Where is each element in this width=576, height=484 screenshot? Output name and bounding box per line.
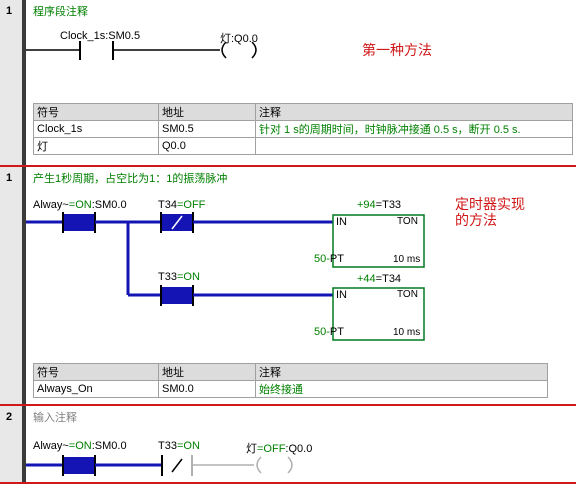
symbol-table: 符号 地址 注释 Clock_1s SM0.5 针对 1 s的周期时间，时钟脉冲… — [33, 103, 573, 155]
table-row: 灯 Q0.0 — [33, 137, 573, 155]
table-header-row: 符号 地址 注释 — [33, 363, 548, 381]
contact-t33-normally-closed[interactable] — [160, 455, 195, 477]
normally-open-contact[interactable] — [80, 41, 114, 61]
network-comment[interactable]: 输入注释 — [33, 412, 77, 424]
timer-preset-value: 50-PT — [314, 326, 344, 338]
contact-t33-label: T33=ON — [158, 271, 200, 283]
timer-t33-current: +94=T33 — [357, 199, 402, 211]
timer-preset-value: 50-PT — [314, 253, 344, 265]
contact-always-on[interactable] — [62, 212, 97, 234]
coil-label: 灯:Q0.0 — [220, 33, 258, 45]
ladder-rung — [26, 212, 425, 341]
output-coil[interactable] — [218, 41, 260, 61]
timer-base-label: 10 ms — [393, 327, 421, 338]
contact-label: Clock_1s:SM0.5 — [60, 30, 141, 42]
annotation-method-1: 第一种方法 — [362, 42, 432, 58]
power-rail — [22, 167, 26, 404]
contact-t34-label: T34=OFF — [158, 199, 206, 211]
table-header-row: 符号 地址 注释 — [33, 103, 573, 121]
ladder-rung — [26, 455, 293, 476]
annotation-timer-method: 定时器实现 的方法 — [455, 196, 525, 228]
symbol-table: 符号 地址 注释 Always_On SM0.0 始终接通 — [33, 363, 548, 398]
timer-in-label: IN — [336, 216, 347, 228]
contact-always-on-label: Alway~=ON:SM0.0 — [33, 199, 127, 211]
timer-t34-current: +44=T34 — [357, 273, 402, 285]
power-rail — [22, 0, 26, 165]
table-row: Always_On SM0.0 始终接通 — [33, 380, 548, 398]
output-coil[interactable] — [252, 455, 297, 477]
network-1[interactable]: 1 程序段注释 Clock_1s:SM0.5 灯:Q0.0 第一种方法 符号 地… — [0, 0, 576, 167]
timer-type-label: TON — [397, 289, 418, 300]
timer-in-label: IN — [336, 289, 347, 301]
ladder-rung — [26, 41, 257, 60]
table-row: Clock_1s SM0.5 针对 1 s的周期时间，时钟脉冲接通 0.5 s，… — [33, 120, 573, 138]
contact-t34-normally-closed[interactable] — [160, 212, 195, 234]
contact-always-on[interactable] — [62, 455, 97, 477]
coil-label: 灯=OFF:Q0.0 — [246, 443, 313, 455]
timer-type-label: TON — [397, 216, 418, 227]
contact-t33-label: T33=ON — [158, 440, 200, 452]
network-3[interactable]: 2 输入注释 Alway~=ON:SM0.0 T33=ON 灯=OFF:Q0.0 — [0, 406, 576, 484]
contact-always-on-label: Alway~=ON:SM0.0 — [33, 440, 127, 452]
timer-base-label: 10 ms — [393, 254, 421, 265]
power-rail — [22, 406, 26, 482]
network-comment[interactable]: 产生1秒周期，占空比为1：1的振荡脉冲 — [33, 173, 228, 185]
network-comment[interactable]: 程序段注释 — [33, 6, 88, 18]
contact-t33-normally-open[interactable] — [160, 285, 195, 307]
network-2[interactable]: 1 产生1秒周期，占空比为1：1的振荡脉冲 Alway~=ON:SM0.0 T3… — [0, 167, 576, 406]
